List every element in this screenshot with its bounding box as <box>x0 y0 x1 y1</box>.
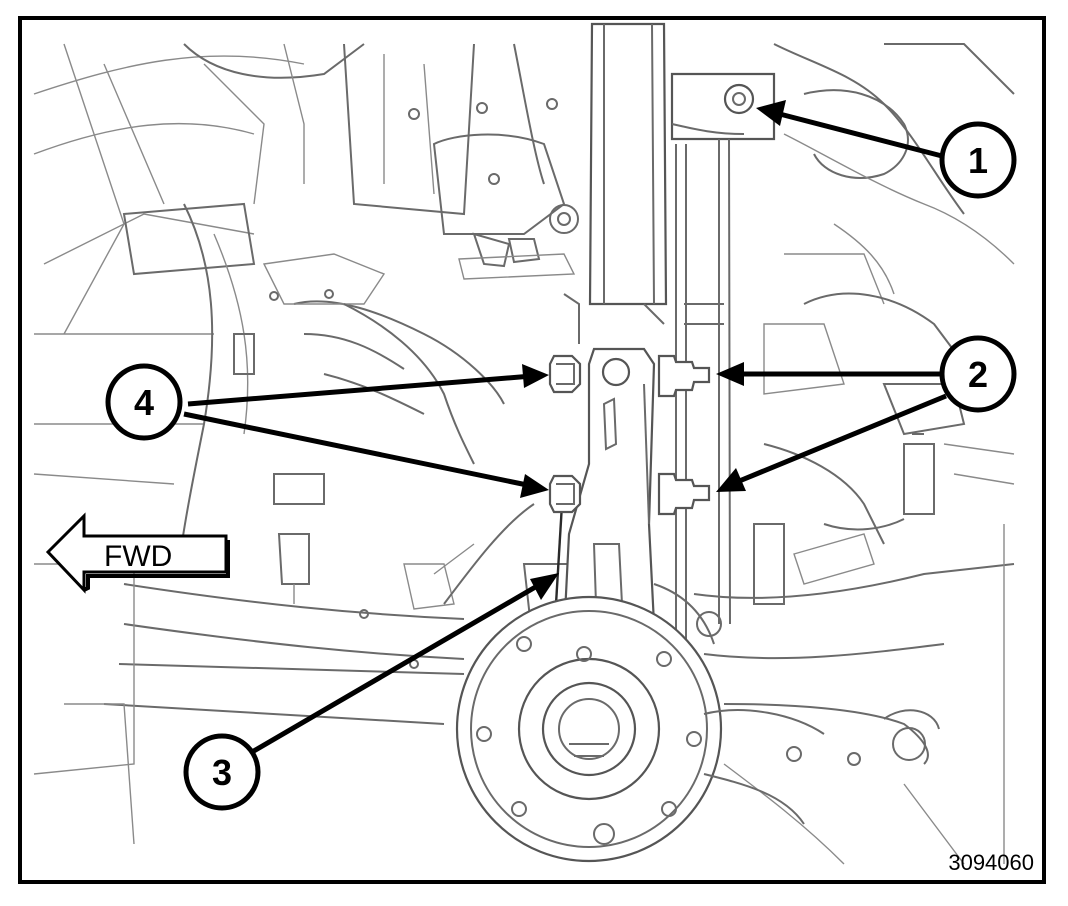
callout-2: 2 <box>939 335 1017 413</box>
fwd-label: FWD <box>104 540 172 573</box>
callout-1: 1 <box>939 121 1017 199</box>
callout-1-label: 1 <box>968 140 988 181</box>
knuckle-bolt-heads <box>548 354 582 514</box>
suspension-illustration: FWD 1 2 3 4 3094060 <box>33 22 1034 875</box>
knuckle-bolt-nuts <box>657 354 711 516</box>
fwd-direction-arrow: FWD <box>45 512 230 594</box>
callout-4-label: 4 <box>134 382 154 423</box>
diagram-frame: FWD 1 2 3 4 3094060 <box>18 16 1046 884</box>
strut-assembly <box>563 22 776 644</box>
callout-3: 3 <box>183 733 261 811</box>
callout-leader-lines <box>183 100 947 755</box>
background-body-structure <box>33 33 1015 865</box>
figure-number: 3094060 <box>948 850 1034 875</box>
callout-2-label: 2 <box>968 354 988 395</box>
callout-4: 4 <box>105 363 183 441</box>
wheel-hub <box>455 595 825 863</box>
callout-3-label: 3 <box>212 752 232 793</box>
